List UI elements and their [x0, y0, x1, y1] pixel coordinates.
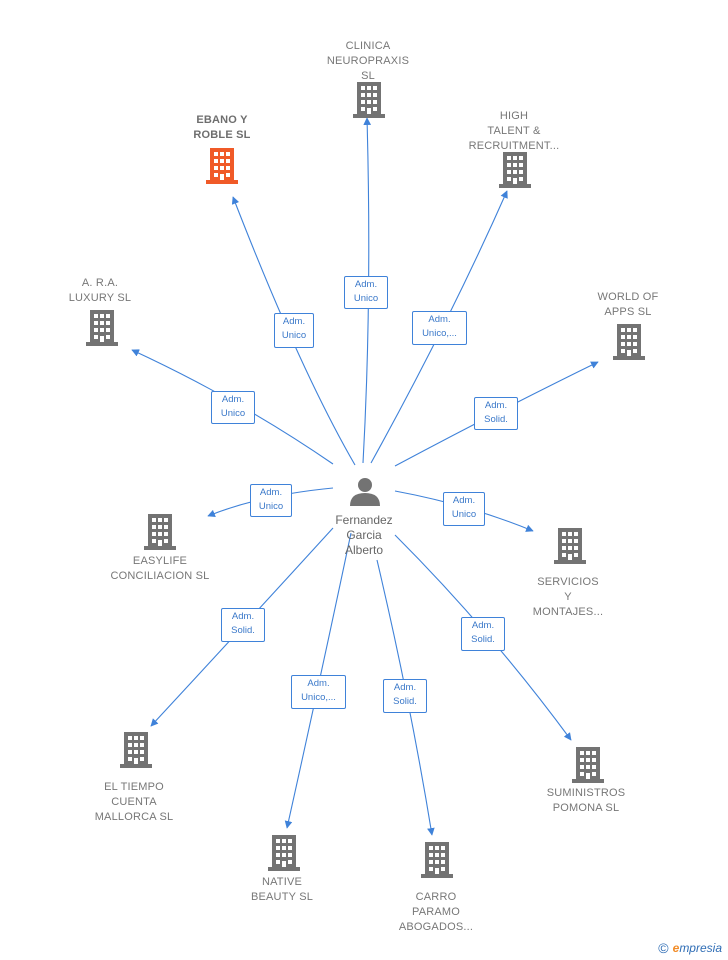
company-label-world[interactable]: WORLD OF APPS SL — [597, 291, 659, 318]
company-label-tiempo[interactable]: EL TIEMPO CUENTA MALLORCA SL — [94, 781, 174, 823]
company-label-native[interactable]: NATIVE BEAUTY SL — [250, 876, 314, 903]
company-label-high[interactable]: HIGH TALENT & RECRUITMENT... — [468, 110, 560, 152]
edge-ebano — [231, 196, 356, 466]
role-badge-high[interactable]: Adm. Unico,... — [412, 311, 467, 345]
brand-initial: e — [672, 941, 680, 955]
company-label-easylife[interactable]: EASYLIFE CONCILIACION SL — [110, 555, 210, 582]
building-icon[interactable] — [572, 747, 604, 783]
center-person-label[interactable]: Fernandez Garcia Alberto — [335, 513, 393, 557]
building-icon[interactable] — [86, 310, 118, 346]
company-label-ebano[interactable]: EBANO Y ROBLE SL — [193, 114, 251, 141]
building-icon[interactable] — [268, 835, 300, 871]
company-label-ara[interactable]: A. R.A. LUXURY SL — [68, 277, 132, 304]
copyright-icon: © — [658, 940, 669, 956]
person-icon[interactable] — [350, 478, 380, 506]
role-badge-native[interactable]: Adm. Unico,... — [291, 675, 346, 709]
building-icon[interactable] — [613, 324, 645, 360]
role-badge-clinica[interactable]: Adm. Unico — [344, 276, 388, 309]
role-badge-servicios[interactable]: Adm. Unico — [443, 492, 485, 526]
building-icon[interactable] — [353, 82, 385, 118]
building-icon[interactable] — [120, 732, 152, 768]
role-badge-ara[interactable]: Adm. Unico — [211, 391, 255, 424]
role-badge-easylife[interactable]: Adm. Unico — [250, 484, 292, 517]
building-icon[interactable] — [554, 528, 586, 564]
company-label-carro[interactable]: CARRO PARAMO ABOGADOS... — [398, 891, 474, 933]
role-badge-suministros[interactable]: Adm. Solid. — [461, 617, 505, 651]
building-icon[interactable] — [421, 842, 453, 878]
role-badge-ebano[interactable]: Adm. Unico — [274, 313, 314, 348]
role-badge-world[interactable]: Adm. Solid. — [474, 397, 518, 430]
role-badge-carro[interactable]: Adm. Solid. — [383, 679, 427, 713]
company-label-clinica[interactable]: CLINICA NEUROPRAXIS SL — [326, 40, 410, 82]
company-label-servicios[interactable]: SERVICIOS Y MONTAJES... — [532, 576, 604, 618]
building-icon[interactable] — [206, 148, 238, 184]
building-icon[interactable] — [144, 514, 176, 550]
brand-name: mpresia — [679, 941, 722, 955]
company-label-suministros[interactable]: SUMINISTROS POMONA SL — [546, 787, 626, 814]
building-icon[interactable] — [499, 152, 531, 188]
role-badge-tiempo[interactable]: Adm. Solid. — [221, 608, 265, 642]
